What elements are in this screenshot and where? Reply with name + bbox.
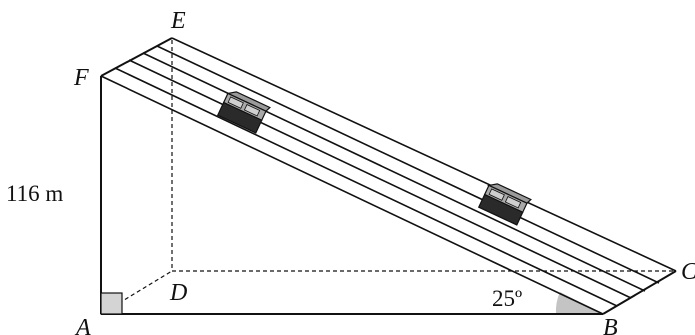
angle-label: 25º bbox=[492, 286, 522, 311]
track-line-1 bbox=[100, 75, 604, 315]
label-B: B bbox=[603, 315, 618, 335]
track-line-5 bbox=[156, 45, 660, 284]
track-lines bbox=[100, 37, 677, 315]
track-line-2 bbox=[114, 67, 618, 307]
solid-edges bbox=[100, 37, 677, 315]
track-line-6 bbox=[171, 37, 677, 272]
funicular-car-lower bbox=[477, 183, 532, 226]
label-E: E bbox=[170, 8, 186, 34]
edge-BC bbox=[602, 270, 677, 315]
hidden-edges bbox=[100, 40, 676, 315]
label-F: F bbox=[73, 65, 89, 91]
label-D: D bbox=[169, 280, 187, 306]
funicular-car-upper bbox=[216, 91, 271, 134]
label-C: C bbox=[681, 259, 695, 285]
track-line-4 bbox=[142, 52, 646, 292]
label-A: A bbox=[74, 315, 91, 335]
height-label: 116 m bbox=[6, 181, 63, 206]
edge-FE bbox=[100, 37, 173, 77]
track-line-3 bbox=[128, 59, 632, 299]
right-angle-marker bbox=[100, 292, 123, 315]
